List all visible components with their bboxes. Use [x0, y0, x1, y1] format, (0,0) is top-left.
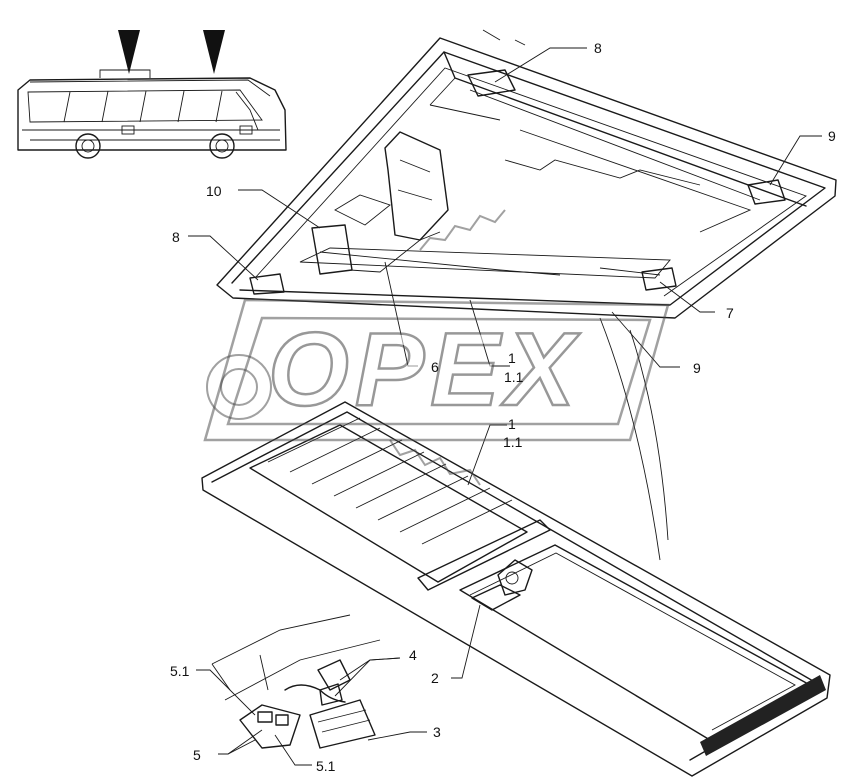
watermark-text: OPEX: [268, 312, 581, 428]
callout-10: 10: [206, 183, 222, 199]
latch-right: [641, 267, 677, 291]
cable-detail: [211, 614, 381, 749]
callout-1-1-mid: 1.1: [504, 369, 524, 385]
callout-1-mid: 1: [508, 350, 516, 366]
callout-2: 2: [431, 670, 439, 686]
watermark-frame: [203, 298, 670, 442]
callout-8-top: 8: [594, 40, 602, 56]
callout-labels: 8 9 10 8 7 6 1 1.1 9 1 1.1 4 5.1 2 3 5 5…: [170, 40, 836, 774]
callout-8-left: 8: [172, 229, 180, 245]
callout-1-1-low: 1.1: [503, 434, 523, 450]
gear-icon: [206, 354, 272, 420]
callout-4: 4: [409, 647, 417, 663]
hinge-top: [467, 69, 516, 97]
hinge-left: [249, 273, 285, 295]
callout-7: 7: [726, 305, 734, 321]
arrow-marker-rear: [203, 30, 225, 74]
callout-9-right: 9: [828, 128, 836, 144]
hinge-right: [747, 179, 786, 205]
callout-5-1-bottom: 5.1: [316, 758, 336, 774]
watermark: OPEX: [203, 209, 670, 486]
callout-9-low: 9: [693, 360, 701, 376]
callout-3: 3: [433, 724, 441, 740]
callout-5-1-top: 5.1: [170, 663, 190, 679]
roof-lower-panel: [201, 401, 831, 777]
seal-strip: [700, 675, 826, 756]
roof-hatch-frame: [216, 29, 837, 319]
callout-5: 5: [193, 747, 201, 763]
callout-6: 6: [431, 359, 439, 375]
bus-thumbnail: [17, 69, 287, 159]
location-arrows: [118, 30, 225, 74]
arrow-marker-front: [118, 30, 140, 74]
callout-1-low: 1: [508, 416, 516, 432]
